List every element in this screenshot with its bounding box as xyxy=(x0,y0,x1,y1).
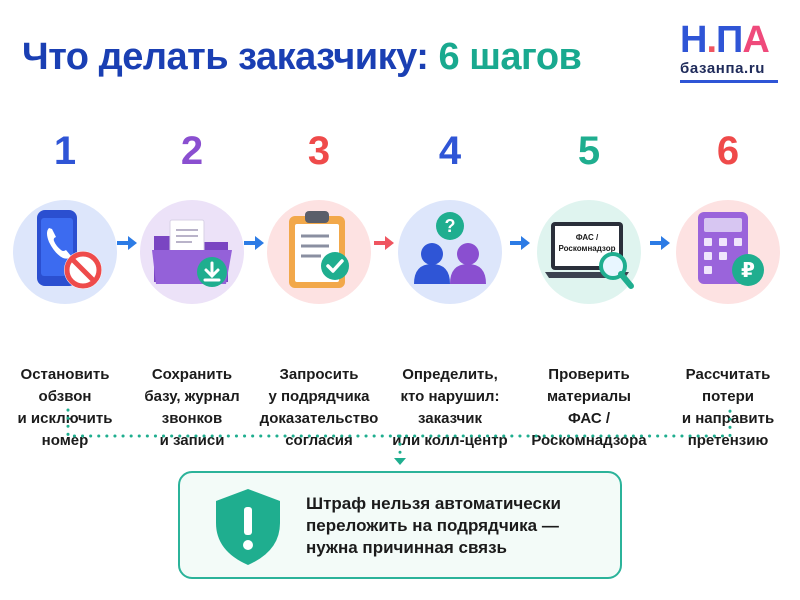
step-number: 2 xyxy=(180,129,204,173)
step-label: Рассчитать потери и направить претензию xyxy=(663,364,793,452)
people-question-icon: ? xyxy=(398,200,502,304)
step-number: 1 xyxy=(53,129,77,173)
step-label-line: заказчик xyxy=(418,410,482,427)
step-number: 4 xyxy=(438,129,462,173)
logo-letter-a: А xyxy=(742,19,769,61)
logo-domain: базанпа.ru xyxy=(680,60,766,77)
arrow-right-icon xyxy=(650,236,670,250)
callout-line: переложить на подрядчика — xyxy=(306,516,559,535)
logo-mark: Н.ПА xyxy=(680,19,780,61)
shield-warning-icon xyxy=(216,489,280,565)
step-label-line: обзвон xyxy=(38,388,92,405)
step-label-line: и исключить xyxy=(17,410,113,427)
logo-letter-n: Н xyxy=(680,19,707,61)
callout-line: нужна причинная связь xyxy=(306,538,507,557)
laptop-search-icon: ФАС / Роскомнадзор xyxy=(537,200,641,304)
step-number: 5 xyxy=(577,129,601,173)
step-label-line: доказательство xyxy=(259,410,379,427)
title-accent: 6 шагов xyxy=(438,36,582,78)
step-label-line: Остановить xyxy=(20,366,110,383)
screen-line-1: ФАС / xyxy=(576,233,599,242)
step-label-line: кто нарушил: xyxy=(400,388,500,405)
logo: Н.ПА базанпа.ru xyxy=(680,19,780,83)
step-label-line: звонков xyxy=(161,410,223,427)
fine-callout: Штраф нельзя автоматически переложить на… xyxy=(178,471,622,579)
step-label-line: и записи xyxy=(159,432,225,449)
step-number: 6 xyxy=(716,129,740,173)
arrow-right-icon xyxy=(510,236,530,250)
step-label-line: у подрядчика xyxy=(268,388,370,405)
phone-blocked-icon xyxy=(13,200,117,304)
page-title: Что делать заказчику: 6 шагов xyxy=(22,36,582,79)
step-6: 6 ₽ Рассчитать потери и направить претен… xyxy=(663,128,793,452)
svg-text:?: ? xyxy=(445,216,456,236)
logo-letter-p: П xyxy=(716,19,743,61)
arrow-right-icon xyxy=(117,236,137,250)
ruble-badge: ₽ xyxy=(741,258,755,282)
step-label-line: Определить, xyxy=(402,366,498,383)
callout-line: Штраф нельзя автоматически xyxy=(306,494,561,513)
callout-text: Штраф нельзя автоматически переложить на… xyxy=(306,493,561,559)
logo-underline xyxy=(680,80,778,83)
step-label-line: Проверить xyxy=(548,366,630,383)
step-label: Сохранить базу, журнал звонков и записи xyxy=(127,364,257,452)
folder-download-icon xyxy=(140,200,244,304)
step-2: 2 Сохранить базу, журнал звонков и запис… xyxy=(127,128,257,452)
step-label-line: и направить xyxy=(681,410,775,427)
step-label-line: Запросить xyxy=(279,366,359,383)
step-label: Остановить обзвон и исключить номер xyxy=(0,364,130,452)
clipboard-check-icon xyxy=(267,200,371,304)
step-label-line: ФАС / xyxy=(567,410,611,427)
screen-line-2: Роскомнадзор xyxy=(559,244,616,253)
step-label-line: потери xyxy=(702,388,754,405)
logo-dot: . xyxy=(706,19,717,61)
step-label-line: номер xyxy=(41,432,89,449)
step-number: 3 xyxy=(307,129,331,173)
calculator-ruble-icon: ₽ xyxy=(676,200,780,304)
step-label-line: материалы xyxy=(547,388,631,405)
step-1: 1 Остановить обзвон и исключить номер xyxy=(0,128,130,452)
step-label-line: претензию xyxy=(687,432,769,449)
step-label-line: Сохранить xyxy=(151,366,233,383)
step-label-line: базу, журнал xyxy=(144,388,240,405)
arrow-right-icon xyxy=(374,236,394,250)
step-5: 5 ФАС / Роскомнадзор Проверить материалы… xyxy=(524,128,654,452)
arrow-right-icon xyxy=(244,236,264,250)
step-label-line: Рассчитать xyxy=(685,366,771,383)
step-3: 3 Запросить у подрядчика доказательство … xyxy=(254,128,384,452)
title-main: Что делать заказчику: xyxy=(22,36,429,78)
